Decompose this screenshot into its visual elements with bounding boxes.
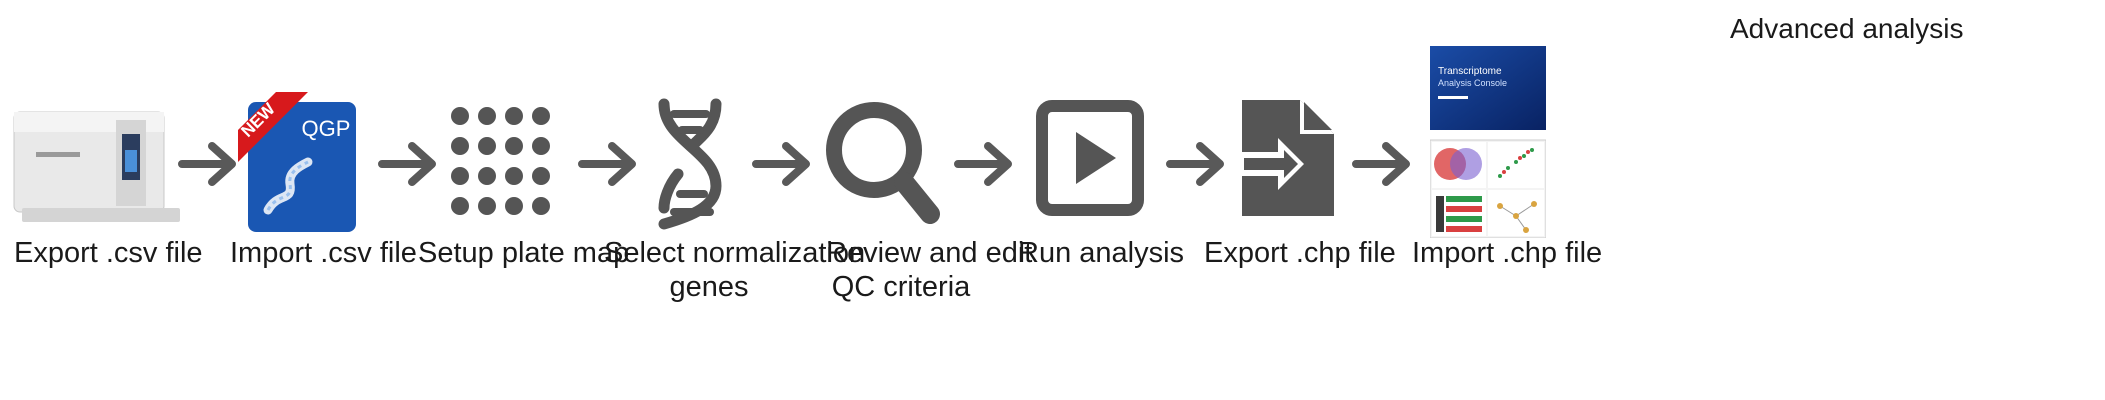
tac-subtitle: Analysis Console (1438, 78, 1507, 88)
flow-arrow-7 (1352, 142, 1410, 186)
step-label-line-2: QC criteria (831, 271, 971, 303)
flow-arrow-2 (378, 142, 436, 186)
magnifier-icon (826, 102, 940, 224)
flow-arrow-6 (1166, 142, 1224, 186)
plate-grid-icon (451, 107, 550, 215)
flow-arrow-5 (954, 142, 1012, 186)
flow-arrow-3 (578, 142, 636, 186)
step-label-review-qc: Review and edit QC criteria (826, 236, 1033, 304)
step-label-run-analysis: Run analysis (1018, 237, 1185, 269)
step-label-line-1: Review and edit (826, 237, 1033, 269)
step-label-export-csv: Export .csv file (14, 237, 203, 269)
file-export-icon (1238, 100, 1334, 216)
step-label-import-csv: Import .csv file (230, 237, 417, 269)
play-icon (1036, 100, 1144, 216)
step-label-import-chp: Import .chp file (1412, 237, 1603, 269)
step-label-export-chp: Export .chp file (1204, 237, 1396, 269)
step-label-line-1: Select normalization (604, 237, 866, 269)
tac-screens-icon: Transcriptome Analysis Console (1430, 46, 1546, 238)
flow-arrow-1 (178, 142, 236, 186)
step-label-setup-plate-map: Setup plate map (418, 237, 630, 269)
step-label-line-2: genes (669, 271, 749, 303)
advanced-analysis-heading: Advanced analysis (1730, 13, 1964, 44)
dna-icon (658, 98, 722, 230)
tac-title: Transcriptome (1438, 66, 1502, 77)
qgp-app-name: QGP (302, 116, 351, 141)
qgp-app-icon: QGP NEW (238, 92, 356, 232)
step-label-select-normalization: Select normalization genes (604, 236, 866, 304)
flow-arrow-4 (752, 142, 810, 186)
luminex-instrument-icon (13, 111, 180, 222)
